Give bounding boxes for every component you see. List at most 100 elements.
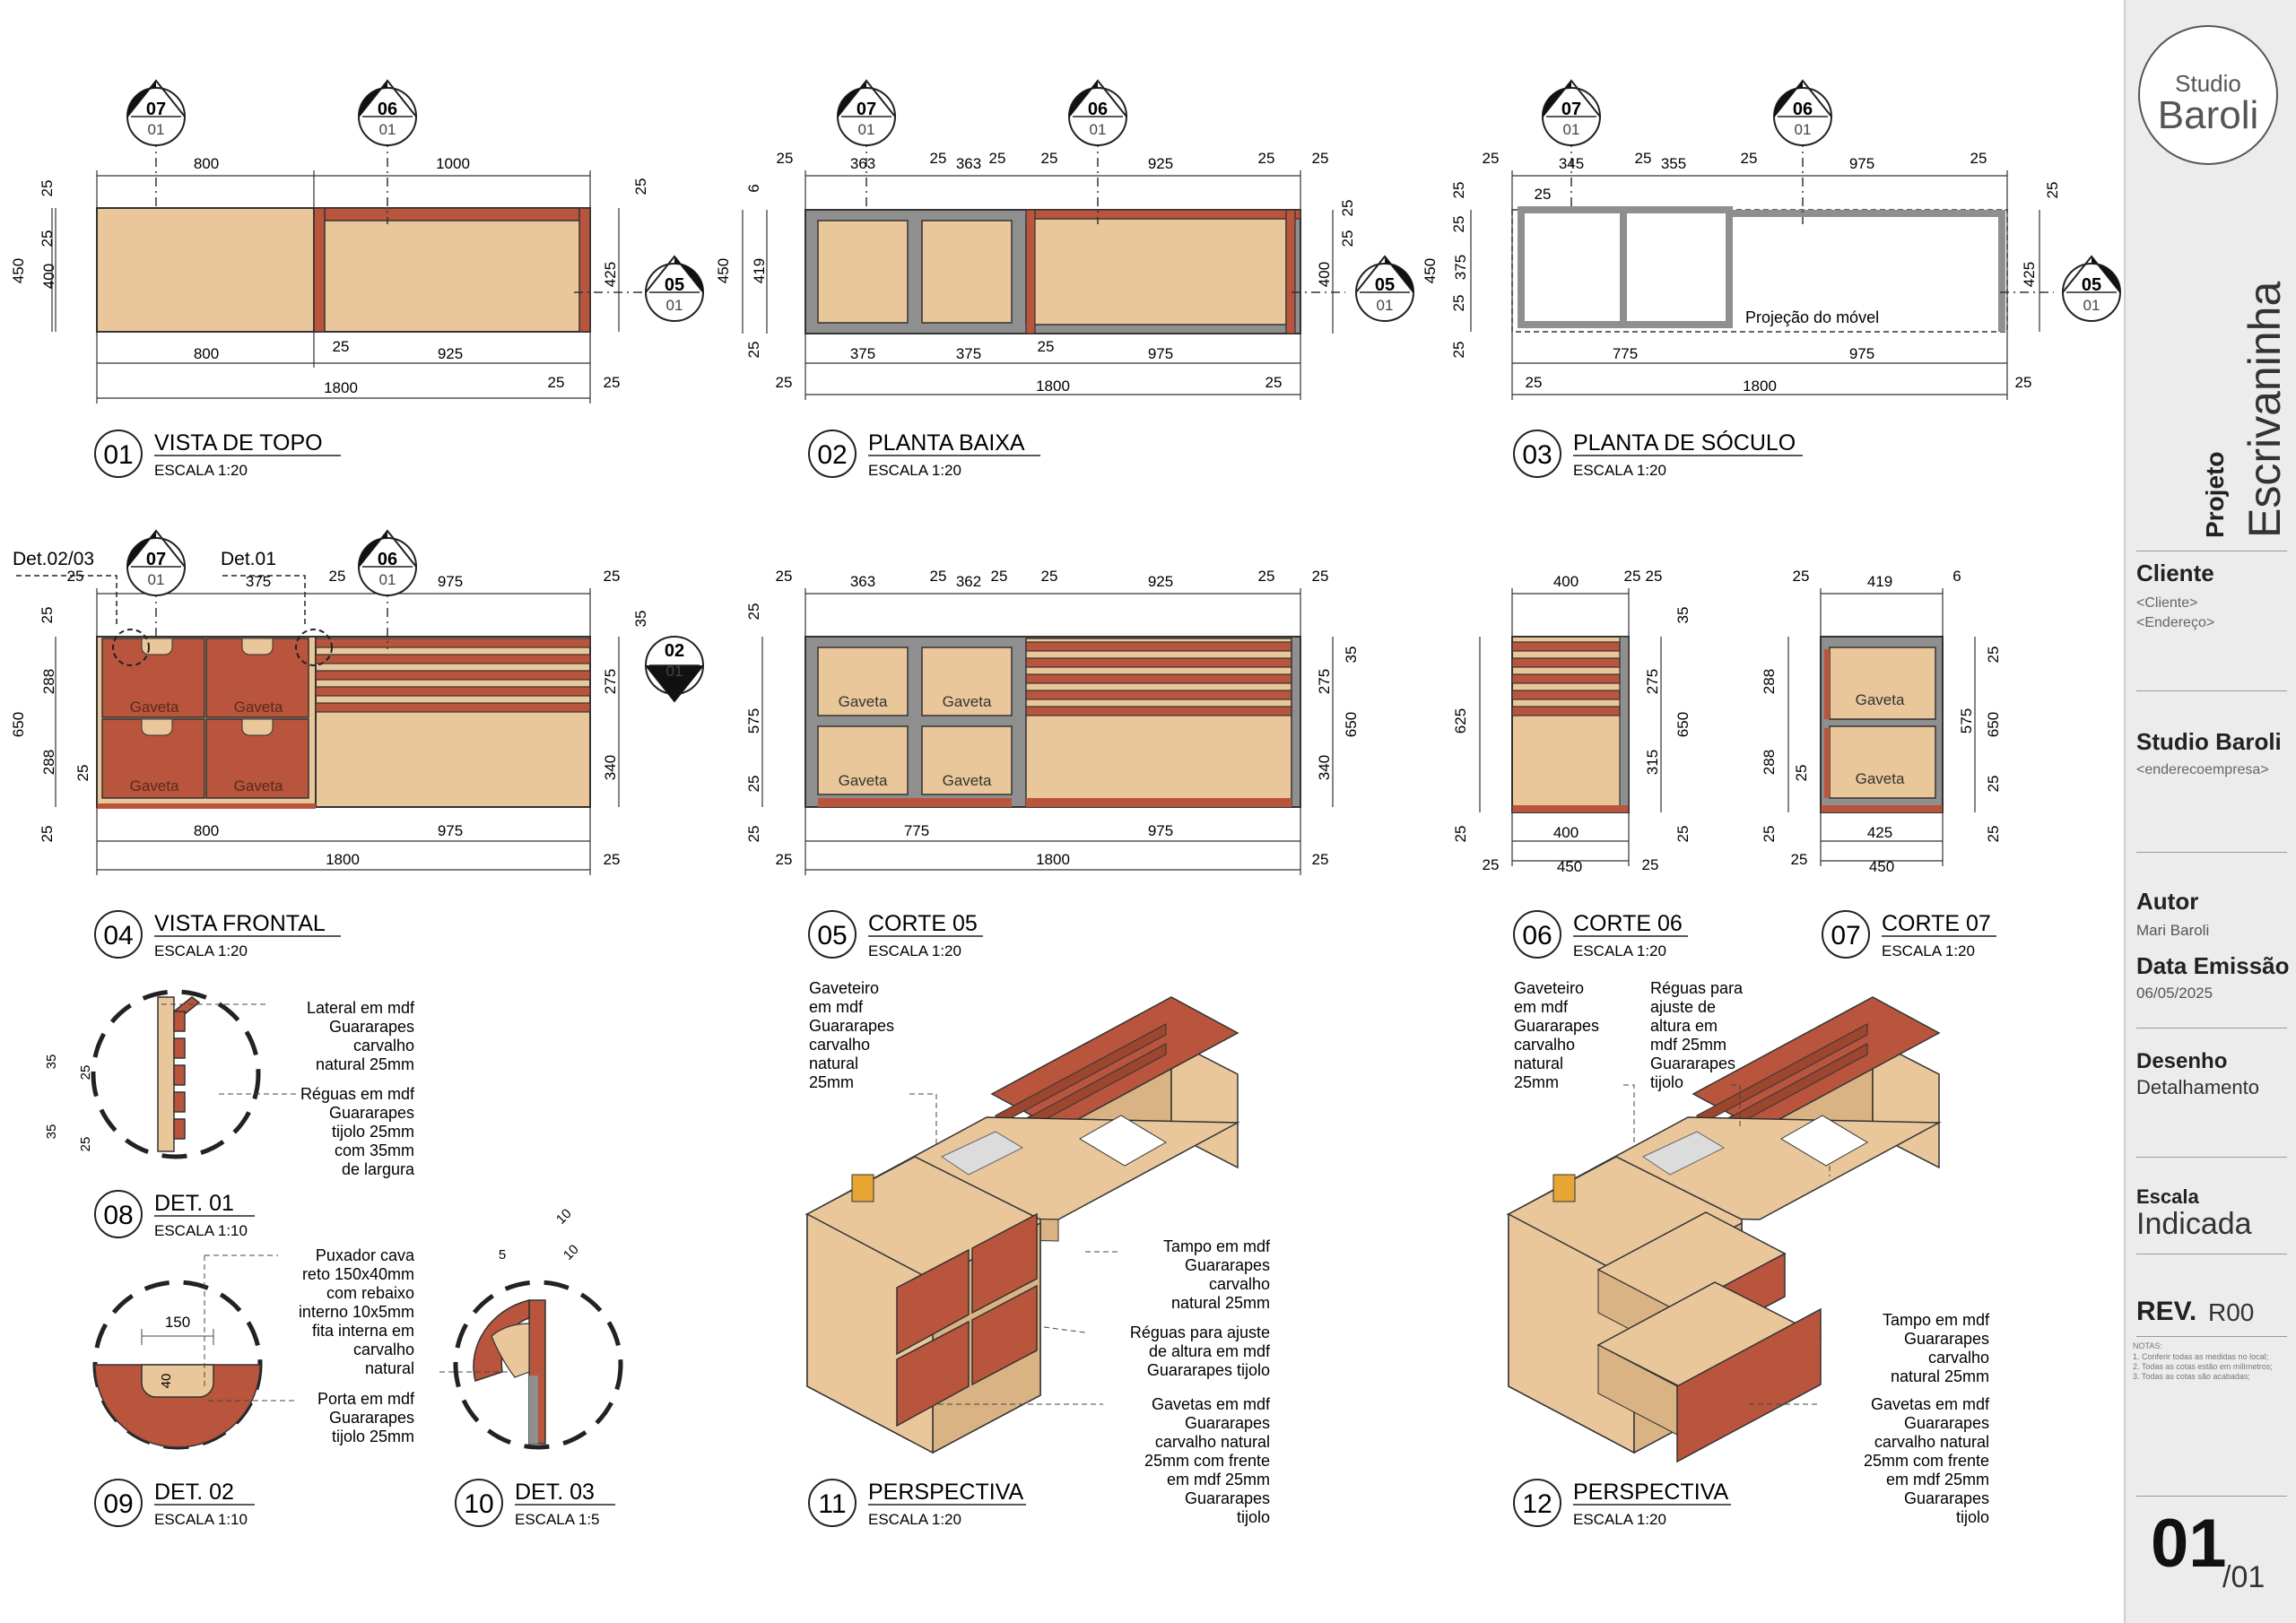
dim-1800: 1800 xyxy=(1743,378,1777,395)
svg-text:Guararapes: Guararapes xyxy=(1904,1414,1989,1432)
dim-450: 450 xyxy=(10,258,27,283)
det01-note-a: Lateral em mdf Guararapes carvalho natur… xyxy=(307,999,415,1073)
section-drawer xyxy=(817,647,909,716)
view-scale: ESCALA 1:20 xyxy=(1573,942,1666,959)
dim-25: 25 xyxy=(1450,342,1467,359)
view-06-section: 400 25 25 400 450 25 25 625 25 275 315 6… xyxy=(1452,568,1692,875)
dim-10: 10 xyxy=(561,1242,582,1263)
svg-text:carvalho: carvalho xyxy=(1514,1036,1575,1054)
escala-value: Indicada xyxy=(2136,1207,2252,1241)
view-number: 11 xyxy=(818,1489,846,1519)
view-03-base-plan: Projeção do móvel 25 25 345 25 355 25 97… xyxy=(1422,80,2121,400)
dim-25: 25 xyxy=(776,851,793,868)
dim-10: 10 xyxy=(553,1206,575,1228)
dim-25: 25 xyxy=(67,568,84,585)
rail-back xyxy=(313,207,591,221)
dim-6: 6 xyxy=(745,184,762,192)
front-open-section xyxy=(315,636,591,808)
dim-25: 25 xyxy=(776,568,793,585)
dim-25: 25 xyxy=(604,851,621,868)
svg-text:em mdf 25mm: em mdf 25mm xyxy=(1886,1471,1989,1488)
dim-355: 355 xyxy=(1661,155,1686,172)
view-title: VISTA DE TOPO xyxy=(154,430,323,456)
perspective-11: Gaveteiro em mdf Guararapes carvalho nat… xyxy=(804,979,1271,1526)
dim-925: 925 xyxy=(1148,573,1173,590)
dim-25: 25 xyxy=(745,342,762,359)
view-number: 04 xyxy=(103,921,133,950)
marker-sheet: 01 xyxy=(1563,121,1580,138)
svg-text:Guararapes: Guararapes xyxy=(1185,1489,1270,1507)
view-scale: ESCALA 1:20 xyxy=(154,942,248,959)
dim-315: 315 xyxy=(1644,750,1661,775)
drawer-label: Gaveta xyxy=(839,693,888,710)
cliente-value: <Cliente> xyxy=(2136,595,2198,611)
svg-text:Porta em mdf: Porta em mdf xyxy=(317,1390,415,1408)
dim-375: 375 xyxy=(956,345,981,362)
svg-text:Puxador cava: Puxador cava xyxy=(316,1246,415,1264)
p12-note-d: Gavetas em mdf Guararapes carvalho natur… xyxy=(1864,1395,1990,1526)
svg-text:Lateral em mdf: Lateral em mdf xyxy=(307,999,415,1017)
projeto-label: Projeto xyxy=(2201,451,2229,538)
svg-text:Tampo em mdf: Tampo em mdf xyxy=(1163,1237,1271,1255)
detail-08: 35 25 35 25 Lateral em mdf Guararapes ca… xyxy=(44,989,415,1178)
svg-text:25mm com frente: 25mm com frente xyxy=(1144,1452,1270,1470)
view-number-circle xyxy=(1513,910,1561,959)
view-number-circle xyxy=(1513,1479,1561,1527)
svg-text:Guararapes: Guararapes xyxy=(1904,1330,1989,1348)
svg-text:Guararapes: Guararapes xyxy=(1185,1414,1270,1432)
dim-25: 25 xyxy=(1312,568,1329,585)
dim-975: 975 xyxy=(1148,345,1173,362)
view-scale: ESCALA 1:20 xyxy=(1882,942,1975,959)
dim-25: 25 xyxy=(1450,295,1467,312)
projection-label: Projeção do móvel xyxy=(1745,308,1879,326)
svg-text:reto 150x40mm: reto 150x40mm xyxy=(302,1265,414,1283)
svg-text:Guararapes: Guararapes xyxy=(329,1018,414,1036)
view-number-circle xyxy=(1822,910,1870,959)
detail-09: 150 40 Puxador cava reto 150x40mm com re… xyxy=(92,1246,415,1450)
marker-sheet: 01 xyxy=(379,571,396,588)
view-title: PLANTA DE SÓCULO xyxy=(1573,430,1796,456)
dim-25: 25 xyxy=(1339,230,1356,247)
detail-callout-0203: Det.02/03 xyxy=(13,549,94,569)
empresa-value: <enderecoempresa> xyxy=(2136,762,2269,777)
svg-text:de altura em mdf: de altura em mdf xyxy=(1149,1342,1271,1360)
title-block: Studio Baroli Projeto Escrivaninha Clien… xyxy=(2124,0,2296,1623)
dim-25: 25 xyxy=(1258,568,1275,585)
drawer-label: Gaveta xyxy=(943,772,992,789)
view-number-circle xyxy=(808,1479,857,1527)
studio-logo: Studio Baroli xyxy=(2138,25,2278,165)
nota-3: 3. Todas as cotas são acabadas; xyxy=(2133,1372,2250,1381)
dim-375: 375 xyxy=(1452,255,1469,280)
detail-10: 5 10 10 xyxy=(439,1206,623,1450)
dim-419: 419 xyxy=(751,258,768,283)
escala-label: Escala xyxy=(2136,1185,2199,1208)
data-label: Data Emissão xyxy=(2136,952,2290,979)
autor-label: Autor xyxy=(2136,888,2199,915)
svg-text:ajuste de: ajuste de xyxy=(1650,998,1716,1016)
dim-340: 340 xyxy=(602,755,619,780)
dim-650: 650 xyxy=(1674,712,1692,737)
view-title: DET. 01 xyxy=(154,1191,234,1216)
dim-25: 25 xyxy=(1642,856,1659,873)
view-title: CORTE 07 xyxy=(1882,911,1991,936)
notas-title: NOTAS: xyxy=(2133,1341,2162,1350)
dim-25: 25 xyxy=(930,568,947,585)
det02-note-a: Puxador cava reto 150x40mm com rebaixo i… xyxy=(299,1246,415,1377)
svg-text:Guararapes: Guararapes xyxy=(1514,1017,1599,1035)
svg-text:Guararapes: Guararapes xyxy=(329,1104,414,1122)
p12-note-c: Tampo em mdf Guararapes carvalho natural… xyxy=(1883,1311,1990,1385)
dim-25: 25 xyxy=(1038,338,1055,355)
dim-1800: 1800 xyxy=(324,379,358,396)
dim-25: 25 xyxy=(1793,568,1810,585)
dim-25: 25 xyxy=(2044,182,2061,199)
svg-text:natural 25mm: natural 25mm xyxy=(316,1055,414,1073)
dim-25: 25 xyxy=(745,826,762,843)
nota-1: 1. Conferir todas as medidas no local; xyxy=(2133,1352,2269,1361)
logo-studio: Studio xyxy=(2175,70,2241,97)
p11-note-a: Gaveteiro em mdf Guararapes carvalho nat… xyxy=(809,979,894,1091)
p11-note-c: Réguas para ajuste de altura em mdf Guar… xyxy=(1130,1324,1271,1379)
view-scale: ESCALA 1:20 xyxy=(868,1511,961,1528)
